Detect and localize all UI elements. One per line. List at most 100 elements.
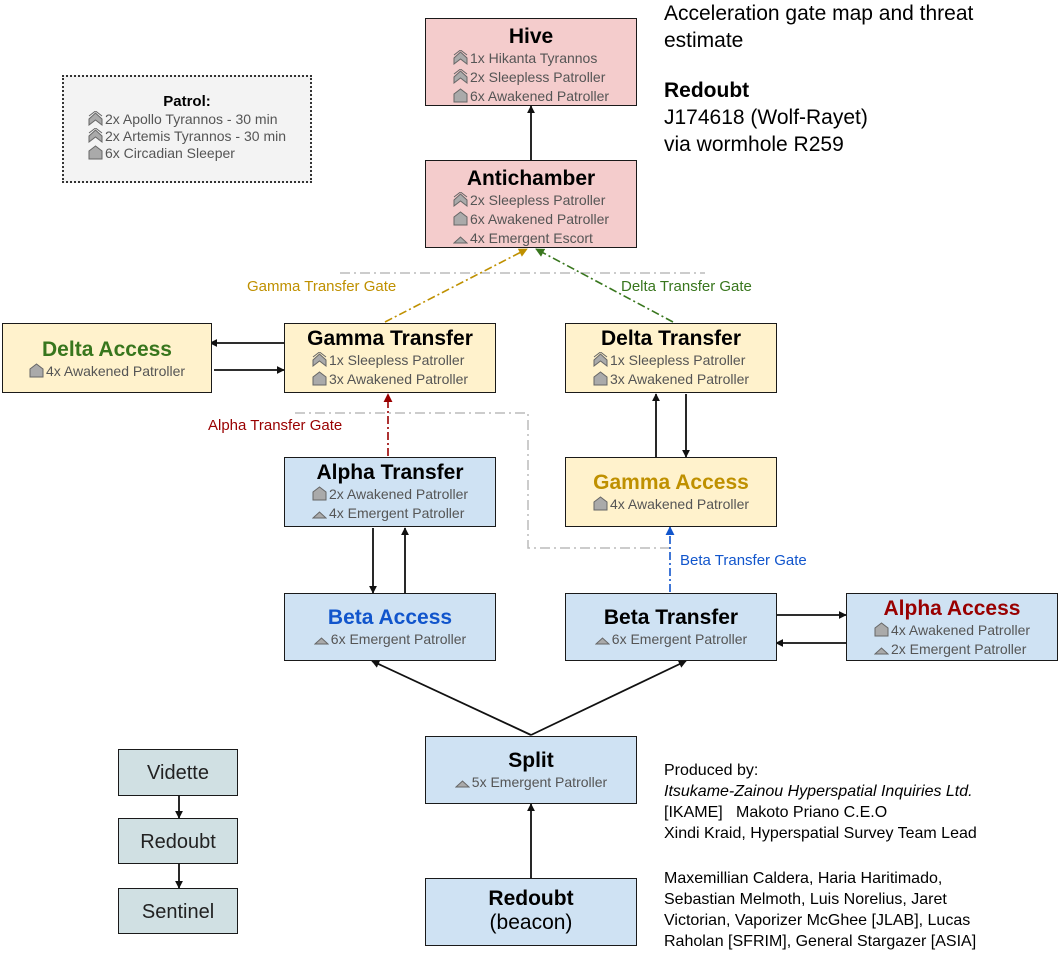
room-title: Hive: [508, 25, 554, 48]
ship-row: 2x Awakened Patroller: [312, 485, 468, 504]
frigate-icon: [311, 511, 327, 519]
ship-row: 4x Awakened Patroller: [874, 621, 1030, 640]
header-title-line2: estimate: [664, 29, 744, 52]
header-title: Acceleration gate map and threat estimat…: [664, 0, 973, 54]
patrol-item: 2x Artemis Tyrannos - 30 min: [88, 128, 286, 145]
frigate-icon: [454, 780, 470, 788]
room-title: Alpha Access: [883, 597, 1021, 620]
room-antichamber: Antichamber 2x Sleepless Patroller 6x Aw…: [425, 160, 637, 248]
frigate-icon: [452, 236, 468, 244]
ship-label: 6x Emergent Patroller: [611, 631, 748, 647]
battleship-icon: [88, 111, 103, 126]
ship-label: 4x Awakened Patroller: [45, 363, 186, 379]
frigate-icon: [594, 637, 610, 645]
battleship-icon: [88, 128, 103, 143]
contributor-line: Maxemillian Caldera, Haria Haritimado,: [664, 870, 943, 887]
contributor-line: Victorian, Vaporizer McGhee [JLAB], Luca…: [664, 912, 971, 929]
room-hive: Hive 1x Hikanta Tyrannos 2x Sleepless Pa…: [425, 18, 637, 106]
cruiser-icon: [593, 371, 608, 386]
cruiser-icon: [453, 211, 468, 226]
ship-row: 3x Awakened Patroller: [593, 370, 749, 389]
battleship-icon: [593, 352, 608, 367]
patrol-item-label: 2x Apollo Tyrannos - 30 min: [104, 111, 278, 127]
gate-label-beta: Beta Transfer Gate: [680, 552, 807, 569]
ship-row: 6x Awakened Patroller: [453, 210, 609, 229]
cruiser-icon: [88, 145, 103, 160]
room-gamma-transfer: Gamma Transfer 1x Sleepless Patroller 3x…: [284, 323, 496, 393]
ship-label: 6x Awakened Patroller: [469, 211, 610, 227]
room-beta-access: Beta Access 6x Emergent Patroller: [284, 593, 496, 661]
header-system-name: Redoubt: [664, 79, 750, 102]
cruiser-icon: [593, 496, 608, 511]
ship-label: 5x Emergent Patroller: [471, 774, 608, 790]
patrol-title: Patrol:: [163, 93, 211, 110]
legend-label: Redoubt: [140, 831, 216, 853]
edge-split-beta-access: [371, 660, 532, 736]
room-title: Redoubt: [488, 887, 574, 910]
room-title: Split: [508, 749, 554, 772]
ship-label: 6x Emergent Patroller: [330, 631, 467, 647]
ship-row: 4x Emergent Escort: [452, 229, 609, 248]
legend-sentinel: Sentinel: [118, 888, 238, 934]
battleship-icon: [453, 192, 468, 207]
room-subtitle: (beacon): [489, 911, 573, 934]
header-system-info: Redoubt J174618 (Wolf-Rayet) via wormhol…: [664, 77, 868, 158]
ship-label: 2x Sleepless Patroller: [469, 69, 606, 85]
patrol-box: Patrol: 2x Apollo Tyrannos - 30 min 2x A…: [62, 75, 312, 183]
patrol-item-label: 6x Circadian Sleeper: [104, 145, 235, 161]
ship-label: 4x Awakened Patroller: [609, 496, 750, 512]
credits-company: Itsukame-Zainou Hyperspatial Inquiries L…: [664, 783, 973, 800]
room-title: Delta Transfer: [600, 327, 742, 350]
room-beta-transfer: Beta Transfer 6x Emergent Patroller: [565, 593, 777, 661]
room-alpha-access: Alpha Access 4x Awakened Patroller 2x Em…: [846, 593, 1058, 661]
frigate-icon: [313, 637, 329, 645]
contributor-line: Sebastian Melmoth, Luis Norelius, Jaret: [664, 891, 947, 908]
room-gamma-access: Gamma Access 4x Awakened Patroller: [565, 457, 777, 527]
cruiser-icon: [312, 486, 327, 501]
ship-row: 1x Hikanta Tyrannos: [453, 49, 609, 68]
ship-row: 4x Awakened Patroller: [593, 495, 749, 514]
room-split: Split 5x Emergent Patroller: [425, 736, 637, 804]
patrol-item: 6x Circadian Sleeper: [88, 145, 286, 162]
zone-guide-lines: [295, 272, 705, 549]
ship-row: 1x Sleepless Patroller: [593, 351, 749, 370]
room-title: Beta Access: [327, 606, 453, 629]
header-title-line1: Acceleration gate map and threat: [664, 2, 974, 25]
ship-label: 2x Sleepless Patroller: [469, 192, 606, 208]
header-via: via wormhole R259: [664, 133, 844, 156]
header-location: J174618 (Wolf-Rayet): [664, 106, 868, 129]
battleship-icon: [312, 352, 327, 367]
ship-row: 2x Sleepless Patroller: [453, 68, 609, 87]
gate-edge-delta: [535, 248, 674, 323]
ship-row: 6x Emergent Patroller: [594, 630, 748, 649]
gate-label-delta: Delta Transfer Gate: [621, 278, 752, 295]
credits-block: Produced by: Itsukame-Zainou Hyperspatia…: [664, 760, 977, 844]
credits-lead: Xindi Kraid, Hyperspatial Survey Team Le…: [664, 825, 977, 842]
ship-row: 6x Emergent Patroller: [313, 630, 467, 649]
legend-label: Vidette: [147, 762, 209, 784]
patrol-item-label: 2x Artemis Tyrannos - 30 min: [104, 128, 287, 144]
gate-label-gamma: Gamma Transfer Gate: [247, 278, 397, 295]
legend-vidette: Vidette: [118, 749, 238, 796]
gate-label-alpha: Alpha Transfer Gate: [208, 417, 343, 434]
ship-label: 3x Awakened Patroller: [609, 371, 750, 387]
cruiser-icon: [29, 363, 44, 378]
cruiser-icon: [312, 371, 327, 386]
battleship-icon: [453, 69, 468, 84]
room-title: Gamma Transfer: [307, 327, 473, 350]
credits-produced-by: Produced by:: [664, 762, 759, 779]
ship-label: 6x Awakened Patroller: [469, 88, 610, 104]
ship-label: 4x Awakened Patroller: [890, 622, 1031, 638]
legend-label: Sentinel: [141, 901, 215, 923]
room-title: Antichamber: [466, 167, 596, 190]
contributor-line: Raholan [SFRIM], General Stargazer [ASIA…: [664, 933, 977, 950]
legend-redoubt: Redoubt: [118, 818, 238, 864]
credits-contributors: Maxemillian Caldera, Haria Haritimado, S…: [664, 868, 976, 952]
room-title: Alpha Transfer: [316, 461, 464, 484]
ship-label: 1x Sleepless Patroller: [609, 352, 746, 368]
ship-row: 3x Awakened Patroller: [312, 370, 468, 389]
room-title: Delta Access: [42, 338, 172, 361]
ship-label: 4x Emergent Escort: [469, 230, 593, 246]
ship-row: 2x Sleepless Patroller: [453, 191, 609, 210]
